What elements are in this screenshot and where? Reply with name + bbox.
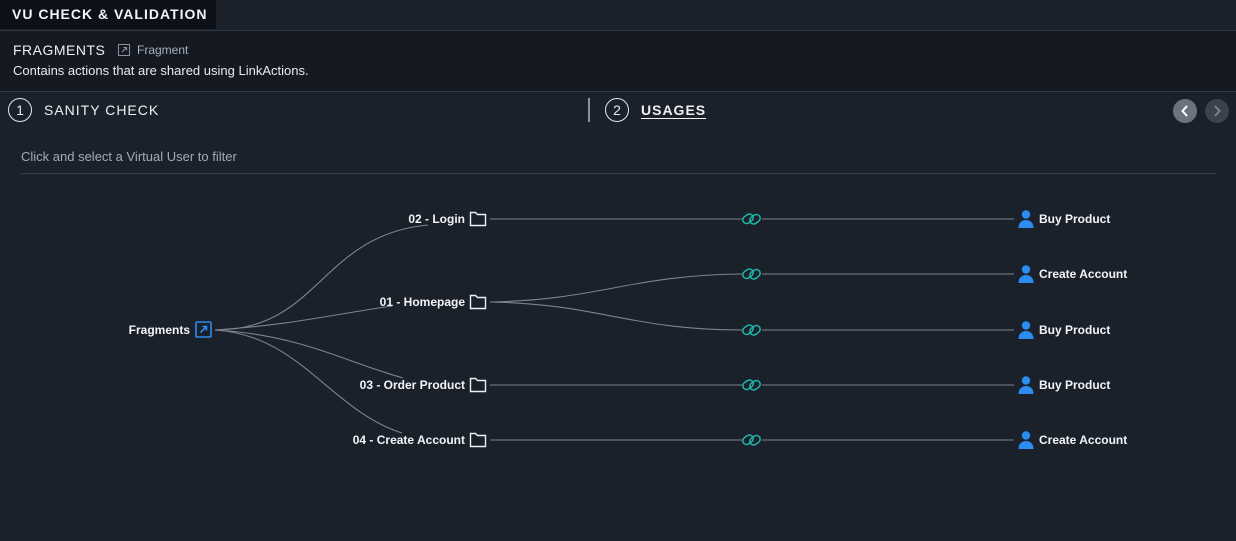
fragment-name: FRAGMENTS bbox=[13, 42, 106, 58]
root-node[interactable]: Fragments bbox=[129, 321, 212, 338]
step-usages[interactable]: 2 USAGES bbox=[605, 98, 706, 122]
step-number: 2 bbox=[605, 98, 629, 122]
virtual-user-node-buy-product[interactable]: Buy Product bbox=[1018, 376, 1111, 394]
virtual-user-label: Buy Product bbox=[1039, 323, 1110, 337]
edge-homepage-link-2 bbox=[489, 301, 743, 331]
fragment-header: FRAGMENTS Fragment Contains actions that… bbox=[0, 31, 1236, 92]
virtual-user-label: Buy Product bbox=[1039, 378, 1110, 392]
fragment-node-login[interactable]: 02 - Login bbox=[408, 211, 487, 227]
fragment-node-create-account[interactable]: 04 - Create Account bbox=[353, 432, 487, 448]
next-button[interactable] bbox=[1205, 99, 1229, 123]
virtual-user-label: Buy Product bbox=[1039, 212, 1110, 226]
folder-icon bbox=[469, 211, 487, 227]
virtual-user-label: Create Account bbox=[1039, 433, 1127, 447]
wizard-steps: 1 SANITY CHECK 2 USAGES bbox=[0, 92, 1236, 130]
fragment-label: 03 - Order Product bbox=[360, 378, 465, 392]
chevron-left-icon bbox=[1181, 105, 1188, 117]
step-label: USAGES bbox=[641, 102, 707, 118]
virtual-user-node-buy-product[interactable]: Buy Product bbox=[1018, 210, 1111, 228]
step-label: SANITY CHECK bbox=[44, 102, 160, 118]
root-node-label: Fragments bbox=[129, 323, 191, 337]
title-bar: VU CHECK & VALIDATION bbox=[0, 0, 1236, 31]
link-icon[interactable] bbox=[741, 268, 761, 281]
fragment-type[interactable]: Fragment bbox=[118, 43, 188, 57]
edge-root-order bbox=[214, 329, 404, 379]
link-icon[interactable] bbox=[741, 324, 761, 337]
fragment-label: 02 - Login bbox=[408, 212, 465, 226]
fragment-label: 01 - Homepage bbox=[380, 295, 466, 309]
window-title: VU CHECK & VALIDATION bbox=[0, 0, 216, 29]
folder-icon bbox=[469, 377, 487, 393]
chevron-right-icon bbox=[1214, 105, 1221, 117]
virtual-user-node-create-account[interactable]: Create Account bbox=[1018, 265, 1128, 283]
folder-icon bbox=[469, 294, 487, 310]
filter-hint: Click and select a Virtual User to filte… bbox=[21, 149, 237, 164]
fragment-node-order-product[interactable]: 03 - Order Product bbox=[360, 377, 487, 393]
user-icon bbox=[1018, 431, 1034, 449]
folder-icon bbox=[469, 432, 487, 448]
link-icon[interactable] bbox=[741, 434, 761, 447]
edge-root-login bbox=[214, 224, 429, 331]
virtual-user-label: Create Account bbox=[1039, 267, 1127, 281]
link-icon[interactable] bbox=[741, 213, 761, 226]
virtual-user-node-create-account[interactable]: Create Account bbox=[1018, 431, 1128, 449]
virtual-user-node-buy-product[interactable]: Buy Product bbox=[1018, 321, 1111, 339]
external-link-icon bbox=[118, 44, 130, 56]
fragment-type-label: Fragment bbox=[137, 43, 189, 57]
fragment-description: Contains actions that are shared using L… bbox=[13, 63, 309, 78]
external-link-icon bbox=[195, 321, 212, 338]
user-icon bbox=[1018, 265, 1034, 283]
fragment-label: 04 - Create Account bbox=[353, 433, 465, 447]
link-icon[interactable] bbox=[741, 379, 761, 392]
edge-root-homepage bbox=[214, 305, 393, 331]
user-icon bbox=[1018, 210, 1034, 228]
fragment-node-homepage[interactable]: 01 - Homepage bbox=[380, 294, 487, 310]
user-icon bbox=[1018, 321, 1034, 339]
user-icon bbox=[1018, 376, 1034, 394]
step-number: 1 bbox=[8, 98, 32, 122]
previous-button[interactable] bbox=[1173, 99, 1197, 123]
step-sanity-check[interactable]: 1 SANITY CHECK bbox=[8, 98, 159, 122]
edge-root-create bbox=[214, 329, 403, 434]
divider bbox=[21, 173, 1217, 174]
step-divider bbox=[588, 98, 590, 122]
edge-homepage-link-1 bbox=[489, 273, 743, 303]
